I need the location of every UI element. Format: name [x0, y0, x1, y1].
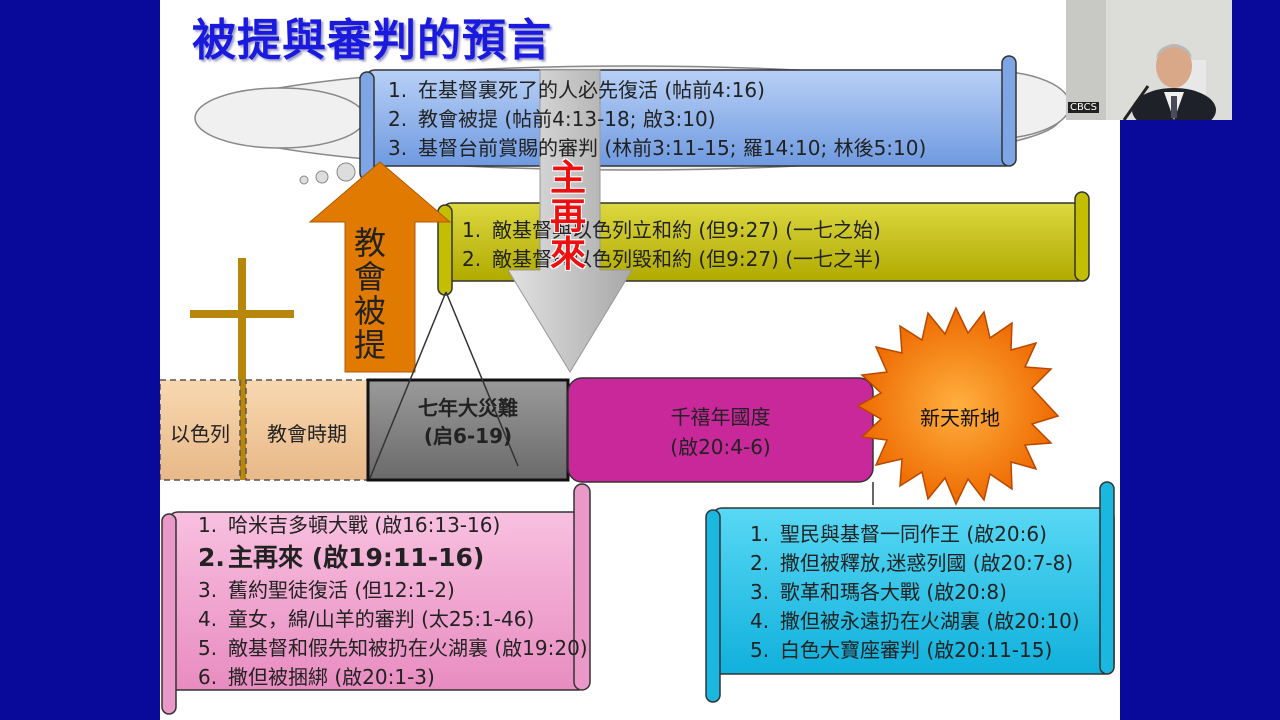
return-label: 主再來	[549, 158, 586, 275]
connector-line-right	[445, 291, 519, 467]
cyan-scroll	[705, 481, 1115, 703]
list-item: 5.白色大寶座審判 (啟20:11-15)	[750, 638, 1053, 662]
period-church: 教會時期	[267, 422, 347, 446]
slide-title: 被提與審判的預言	[192, 15, 552, 66]
list-item: 5.敵基督和假先知被扔在火湖裏 (啟19:20)	[198, 636, 588, 660]
seven-year-scroll	[437, 191, 1090, 296]
new-heaven-sun	[856, 306, 1060, 506]
webcam-overlay: CBCS	[1066, 0, 1232, 120]
connector-line-left	[369, 291, 447, 479]
period-new-heaven: 新天新地	[920, 406, 1000, 430]
seven-year-list: 1.敵基督與以色列立和約 (但9:27) (一七之始) 2.敵基督與以色列毀和約…	[462, 216, 881, 274]
list-item: 3.基督台前賞賜的審判 (林前3:11-15; 羅14:10; 林後5:10)	[388, 136, 927, 160]
list-item: 4.童女，綿/山羊的審判 (太25:1-46)	[198, 607, 535, 631]
cloud-list: 1.在基督裏死了的人必先復活 (帖前4:16) 2.教會被提 (帖前4:13-1…	[388, 76, 926, 163]
webcam-label: CBCS	[1068, 102, 1099, 113]
period-israel: 以色列	[170, 422, 230, 446]
list-item: 2.撒但被釋放,迷惑列國 (啟20:7-8)	[750, 551, 1074, 575]
list-item: 4.撒但被永遠扔在火湖裏 (啟20:10)	[750, 609, 1080, 633]
return-arrow	[507, 69, 633, 373]
rapture-arrow	[308, 161, 452, 373]
pink-list: 1.哈米吉多頓大戰 (啟16:13-16) 2.主再來 (啟19:11-16) …	[198, 511, 588, 692]
diagram-graphics	[160, 55, 1115, 715]
tribulation-block	[366, 378, 570, 482]
cross-icon	[190, 258, 294, 480]
period-millennium: 千禧年國度 (啟20:4-6)	[670, 405, 771, 459]
list-item: 2.主再來 (啟19:11-16)	[198, 543, 485, 572]
list-item: 2.敵基督與以色列毀和約 (但9:27) (一七之半)	[462, 247, 881, 271]
cyan-list: 1.聖民與基督一同作王 (啟20:6) 2.撒但被釋放,迷惑列國 (啟20:7-…	[750, 520, 1080, 665]
list-item: 1.哈米吉多頓大戰 (啟16:13-16)	[198, 513, 501, 537]
list-item: 1.在基督裏死了的人必先復活 (帖前4:16)	[388, 78, 765, 102]
pink-scroll	[161, 483, 591, 715]
list-item: 3.舊約聖徒復活 (但12:1-2)	[198, 578, 455, 602]
list-item: 1.聖民與基督一同作王 (啟20:6)	[750, 522, 1047, 546]
israel-block	[160, 379, 241, 481]
list-item: 3.歌革和瑪各大戰 (啟20:8)	[750, 580, 1007, 604]
list-item: 2.教會被提 (帖前4:13-18; 啟3:10)	[388, 107, 716, 131]
church-block	[245, 379, 369, 481]
list-item: 1.敵基督與以色列立和約 (但9:27) (一七之始)	[462, 218, 881, 242]
cloud-scroll	[359, 55, 1017, 181]
speaker-video	[1066, 0, 1232, 120]
slide: 被提與審判的預言 1.在基督裏死了的人必先復活 (帖前4:16) 2.教會被提 …	[160, 0, 1120, 720]
rapture-label: 教會被提	[353, 224, 386, 364]
period-tribulation: 七年大災難 (启6-19)	[418, 396, 518, 448]
list-item: 6.撒但被捆綁 (啟20:1-3)	[198, 665, 435, 689]
